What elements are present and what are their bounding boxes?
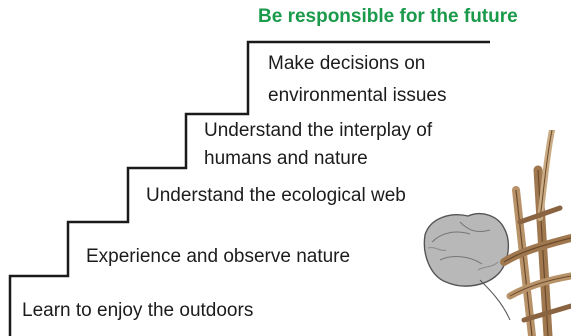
step-5-line-2: environmental issues	[268, 85, 447, 106]
step-4-line-2: humans and nature	[204, 148, 368, 169]
sketch-rock-and-sticks-icon	[423, 130, 571, 336]
step-3-label: Understand the ecological web	[146, 185, 406, 206]
stair-line	[8, 40, 490, 336]
step-5-line-1: Make decisions on	[268, 53, 426, 74]
step-1-label: Learn to enjoy the outdoors	[22, 300, 254, 321]
step-2-label: Experience and observe nature	[86, 246, 351, 267]
step-4-line-1: Understand the interplay of	[204, 120, 433, 141]
goal-heading: Be responsible for the future	[258, 6, 518, 27]
